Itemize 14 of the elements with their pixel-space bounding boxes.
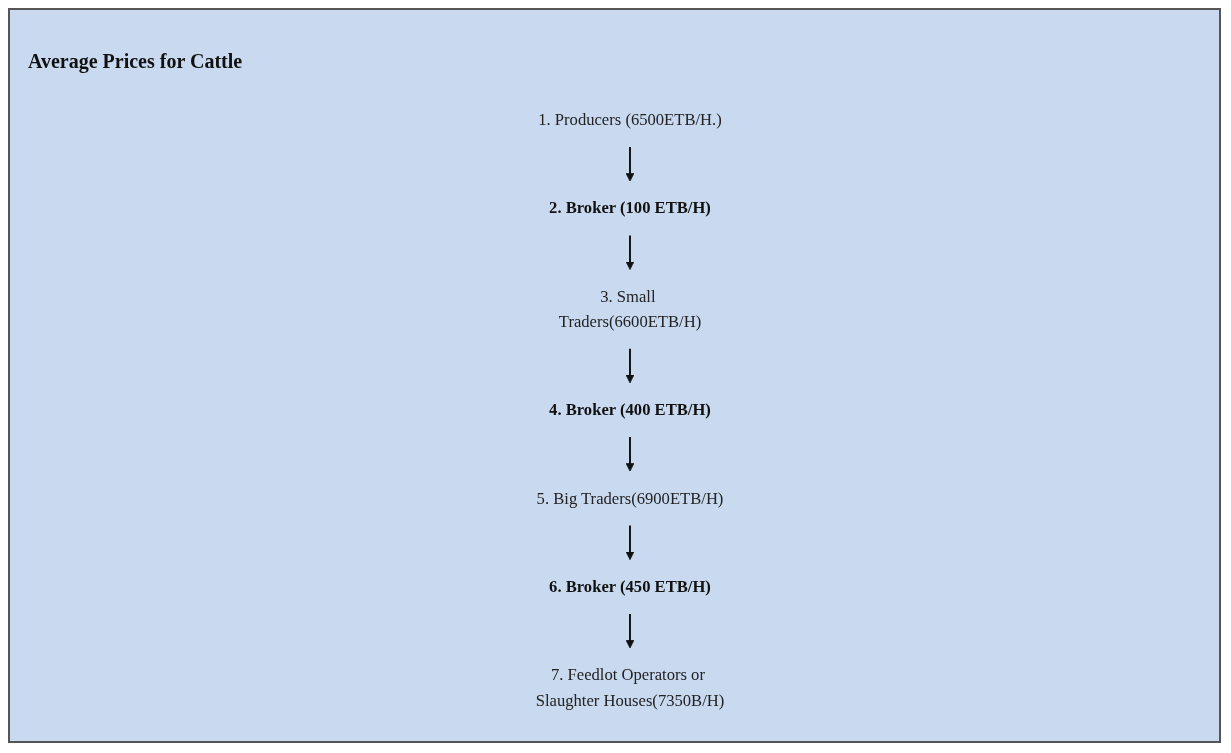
stage-label: 7. Feedlot Operators or Slaughter Houses(7350B/H) [535, 665, 725, 710]
stage-label: 5. Big Traders(6900ETB/H) [536, 488, 724, 508]
arrow [625, 436, 635, 472]
arrow [625, 146, 635, 182]
arrow [625, 524, 635, 561]
arrow [625, 234, 635, 270]
diagram-title: Average Prices for Cattle [28, 50, 243, 73]
arrow [625, 612, 635, 649]
stage-label: 3. Small Traders(6600ETB/H) [558, 287, 702, 331]
stage-label: 4. Broker (400 ETB/H) [549, 400, 711, 420]
stage-label: 2. Broker (100 ETB/H) [549, 198, 711, 218]
arrow [625, 347, 635, 384]
stage-label: 1. Producers (6500ETB/H.) [538, 110, 722, 129]
stage-label: 6. Broker (450 ETB/H) [549, 577, 711, 596]
